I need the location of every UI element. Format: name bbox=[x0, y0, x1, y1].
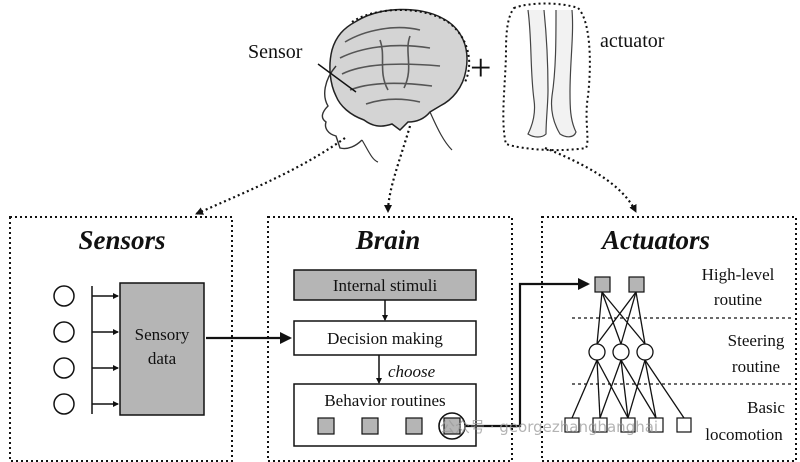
brain-panel bbox=[267, 216, 513, 462]
behavior-routines-label: Behavior routines bbox=[324, 391, 445, 410]
locomotion-node bbox=[620, 417, 636, 433]
sensor-to-sensors-connector bbox=[195, 137, 346, 216]
basic-label-line1: Basic bbox=[747, 398, 785, 417]
sensory-data-label-line1: Sensory bbox=[135, 325, 190, 344]
steering-label-line1: Steering bbox=[728, 331, 785, 350]
routine-square bbox=[405, 417, 423, 435]
legs-illustration bbox=[502, 2, 591, 152]
sensor-node bbox=[53, 393, 75, 415]
legs-to-actuators-connector bbox=[544, 146, 637, 213]
high-level-node bbox=[628, 276, 645, 293]
sensors-panel bbox=[9, 216, 233, 462]
actuator-label: actuator bbox=[600, 30, 665, 52]
internal-stimuli-label: Internal stimuli bbox=[333, 276, 438, 295]
routine-square bbox=[317, 417, 335, 435]
steering-node bbox=[612, 343, 630, 361]
internal-stimuli-box bbox=[293, 269, 477, 301]
high-level-node bbox=[594, 276, 611, 293]
sensors-title: Sensors bbox=[78, 225, 165, 255]
sensor-inputs bbox=[53, 285, 119, 415]
plus-sign: + bbox=[470, 47, 491, 89]
behavior-routine-squares bbox=[317, 412, 466, 440]
brain-to-brain-connector bbox=[384, 125, 412, 213]
actuators-panel bbox=[541, 216, 797, 462]
sensor-node bbox=[53, 357, 75, 379]
sensor-label: Sensor bbox=[248, 41, 303, 63]
sensor-node bbox=[53, 285, 75, 307]
high-level-label-line1: High-level bbox=[702, 265, 775, 284]
head-brain-illustration bbox=[321, 8, 471, 163]
sensor-node bbox=[53, 321, 75, 343]
choose-label: choose bbox=[388, 362, 436, 381]
sensory-data-box bbox=[119, 282, 205, 416]
routine-square bbox=[361, 417, 379, 435]
brain-title: Brain bbox=[355, 225, 421, 255]
basic-label-line2: locomotion bbox=[705, 425, 783, 444]
locomotion-node bbox=[592, 417, 608, 433]
watermark-text: 公众号 · georgezhanghanghai bbox=[440, 418, 658, 436]
locomotion-node bbox=[648, 417, 664, 433]
behavior-to-actuators-arrow bbox=[465, 278, 590, 428]
decision-making-label: Decision making bbox=[327, 329, 443, 348]
actuator-network-links bbox=[571, 291, 685, 419]
sensory-data-label-line2: data bbox=[148, 349, 177, 368]
steering-node bbox=[636, 343, 654, 361]
locomotion-node bbox=[676, 417, 692, 433]
actuators-title: Actuators bbox=[600, 225, 710, 255]
steering-node bbox=[588, 343, 606, 361]
steering-label-line2: routine bbox=[732, 357, 780, 376]
locomotion-node bbox=[564, 417, 580, 433]
routine-square bbox=[443, 417, 461, 435]
high-level-label-line2: routine bbox=[714, 290, 762, 309]
sensor-pointer-line bbox=[317, 63, 357, 93]
decision-making-box bbox=[293, 320, 477, 356]
